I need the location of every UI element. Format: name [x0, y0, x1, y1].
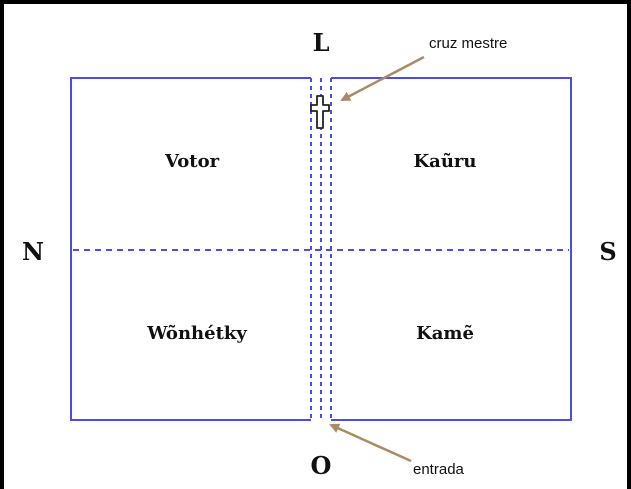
direction-north-label: N — [22, 237, 44, 266]
direction-south-label: S — [599, 237, 616, 266]
quadrant-bottom-right-label: Kamẽ — [416, 323, 474, 344]
direction-west-label: O — [311, 451, 332, 480]
entrance-annotation-label: entrada — [413, 461, 465, 478]
quadrant-top-right-label: Kaũru — [414, 151, 477, 172]
cross-icon — [310, 95, 330, 129]
right-wing-outline — [331, 77, 572, 421]
direction-east-label: L — [313, 28, 330, 57]
entrance-arrow — [329, 423, 412, 463]
cross-annotation-label: cruz mestre — [429, 35, 507, 52]
quadrant-top-left-label: Votor — [164, 151, 220, 172]
cross-arrow — [340, 55, 425, 102]
left-wing-outline — [70, 77, 311, 421]
quadrant-bottom-left-label: Wõnhétky — [146, 323, 247, 344]
